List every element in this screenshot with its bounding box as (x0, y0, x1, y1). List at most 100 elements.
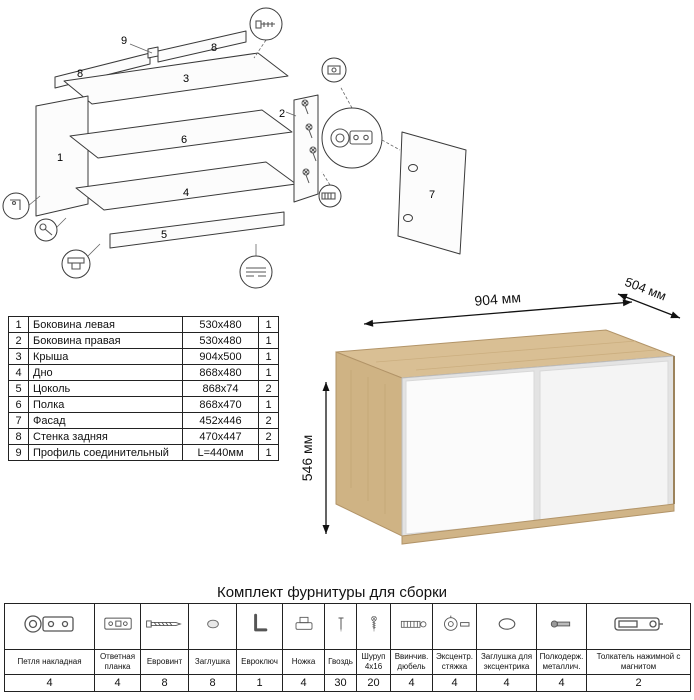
dowel-icon (400, 620, 426, 628)
part-qty: 1 (258, 444, 279, 461)
hardware-item (432, 603, 477, 650)
table-row: 6 Полка 868x470 1 (8, 396, 279, 413)
hardware-item (536, 603, 587, 650)
hardware-item (140, 603, 189, 650)
strike-plate-icon (103, 617, 132, 630)
hardware-qty: 4 (432, 674, 477, 692)
cabinet-door-right (539, 360, 669, 523)
hardware-label: Евроключ (236, 649, 283, 675)
table-row: 9 Профиль соединительный L=440мм 1 (8, 444, 279, 461)
part-qty: 1 (258, 348, 279, 365)
hardware-qty: 8 (140, 674, 189, 692)
panels (35, 30, 467, 255)
hardware-item (282, 603, 325, 650)
panel-shelf (69, 109, 293, 159)
cabinet-plinth (401, 503, 675, 545)
eurovint-icon (145, 620, 182, 628)
push-latch-icon (613, 617, 663, 631)
hinge-icon (23, 615, 74, 633)
foot-icon (295, 616, 312, 630)
panel-facade (397, 131, 467, 255)
hardware-qty: 4 (4, 674, 95, 692)
detail-bracket-circle (2, 192, 30, 220)
panel-bottom (75, 161, 297, 211)
panel-plinth (109, 211, 285, 249)
dimension-width-label: 904 мм (474, 289, 522, 309)
table-row: 8 Стенка задняя 470x447 2 (8, 428, 279, 445)
screw-icon (370, 615, 377, 632)
hardware-label: Ножка (282, 649, 325, 675)
hardware-label: Евровинт (140, 649, 189, 675)
callout-8a: 8 (77, 68, 83, 80)
parts-table: 1 Боковина левая 530x480 1 2 Боковина пр… (8, 316, 279, 461)
table-row: 4 Дно 868x480 1 (8, 364, 279, 381)
hardware-item (94, 603, 141, 650)
hardware-qty: 4 (476, 674, 537, 692)
table-row: 5 Цоколь 868x74 2 (8, 380, 279, 397)
table-row: 7 Фасад 452x446 2 (8, 412, 279, 429)
part-qty: 2 (258, 380, 279, 397)
hardware-icon-row (4, 603, 691, 650)
detail-dowel-circle (318, 184, 342, 208)
nail-icon (338, 617, 343, 632)
hardware-qty: 4 (536, 674, 587, 692)
hardware-label: Толкатель нажимной с магнитом (586, 649, 691, 675)
part-name: Стенка задняя (28, 428, 183, 445)
hardware-item (586, 603, 691, 650)
dimension-depth-label: 504 мм (623, 278, 669, 304)
leader-lines (27, 39, 401, 257)
hardware-label-row: Петля накладная Ответная планка Евровинт… (4, 649, 691, 675)
table-row: 2 Боковина правая 530x480 1 (8, 332, 279, 349)
callout-4: 4 (183, 187, 189, 199)
hardware-item (356, 603, 391, 650)
part-qty: 2 (258, 412, 279, 429)
callout-2: 2 (279, 108, 285, 120)
hardware-label: Гвоздь (324, 649, 357, 675)
hardware-item (236, 603, 283, 650)
dimension-depth (617, 293, 681, 319)
part-size: 868x480 (182, 364, 259, 381)
part-name: Боковина левая (28, 316, 183, 333)
part-size: 868x74 (182, 380, 259, 397)
cam-cap-icon (498, 618, 515, 630)
part-num: 8 (8, 428, 29, 445)
part-name: Фасад (28, 412, 183, 429)
part-num: 9 (8, 444, 29, 461)
cap-icon (206, 619, 219, 629)
cabinet-door-left (405, 370, 535, 535)
wood-grain-side (350, 370, 386, 514)
callout-numbers: 9 8 8 3 1 2 6 4 5 7 (57, 35, 435, 241)
hardware-item (4, 603, 95, 650)
connecting-profile-part (147, 46, 159, 59)
hardware-label: Ввинчив. дюбель (390, 649, 433, 675)
part-name: Боковина правая (28, 332, 183, 349)
hardware-label: Шуруп 4x16 (356, 649, 391, 675)
part-qty: 1 (258, 332, 279, 349)
part-num: 7 (8, 412, 29, 429)
cam-lock-icon (443, 615, 469, 631)
part-name: Полка (28, 396, 183, 413)
hardware-label: Ответная планка (94, 649, 141, 675)
part-size: 868x470 (182, 396, 259, 413)
part-qty: 1 (258, 316, 279, 333)
detail-glyphs (10, 20, 373, 277)
hardware-item (390, 603, 433, 650)
dimension-height-label: 546 мм (299, 435, 315, 482)
hardware-label: Эксцентр. стяжка (432, 649, 477, 675)
hex-key-icon (253, 613, 267, 632)
callout-3: 3 (183, 73, 189, 85)
hardware-qty: 4 (390, 674, 433, 692)
hardware-label: Петля накладная (4, 649, 95, 675)
dimension-height (322, 382, 330, 534)
cabinet-3d-render: 904 мм 504 мм 546 мм (299, 278, 681, 545)
part-name: Цоколь (28, 380, 183, 397)
hardware-label: Полкодерж. металлич. (536, 649, 587, 675)
shelf-pin-icon (550, 620, 570, 628)
hardware-kit-title: Комплект фурнитуры для сборки (216, 584, 448, 601)
table-row: 3 Крыша 904x500 1 (8, 348, 279, 365)
part-num: 6 (8, 396, 29, 413)
panel-top (63, 52, 289, 105)
facade-hinge-holes (403, 164, 418, 222)
wood-grain-top (375, 340, 657, 371)
detail-foot-circle (61, 249, 91, 279)
